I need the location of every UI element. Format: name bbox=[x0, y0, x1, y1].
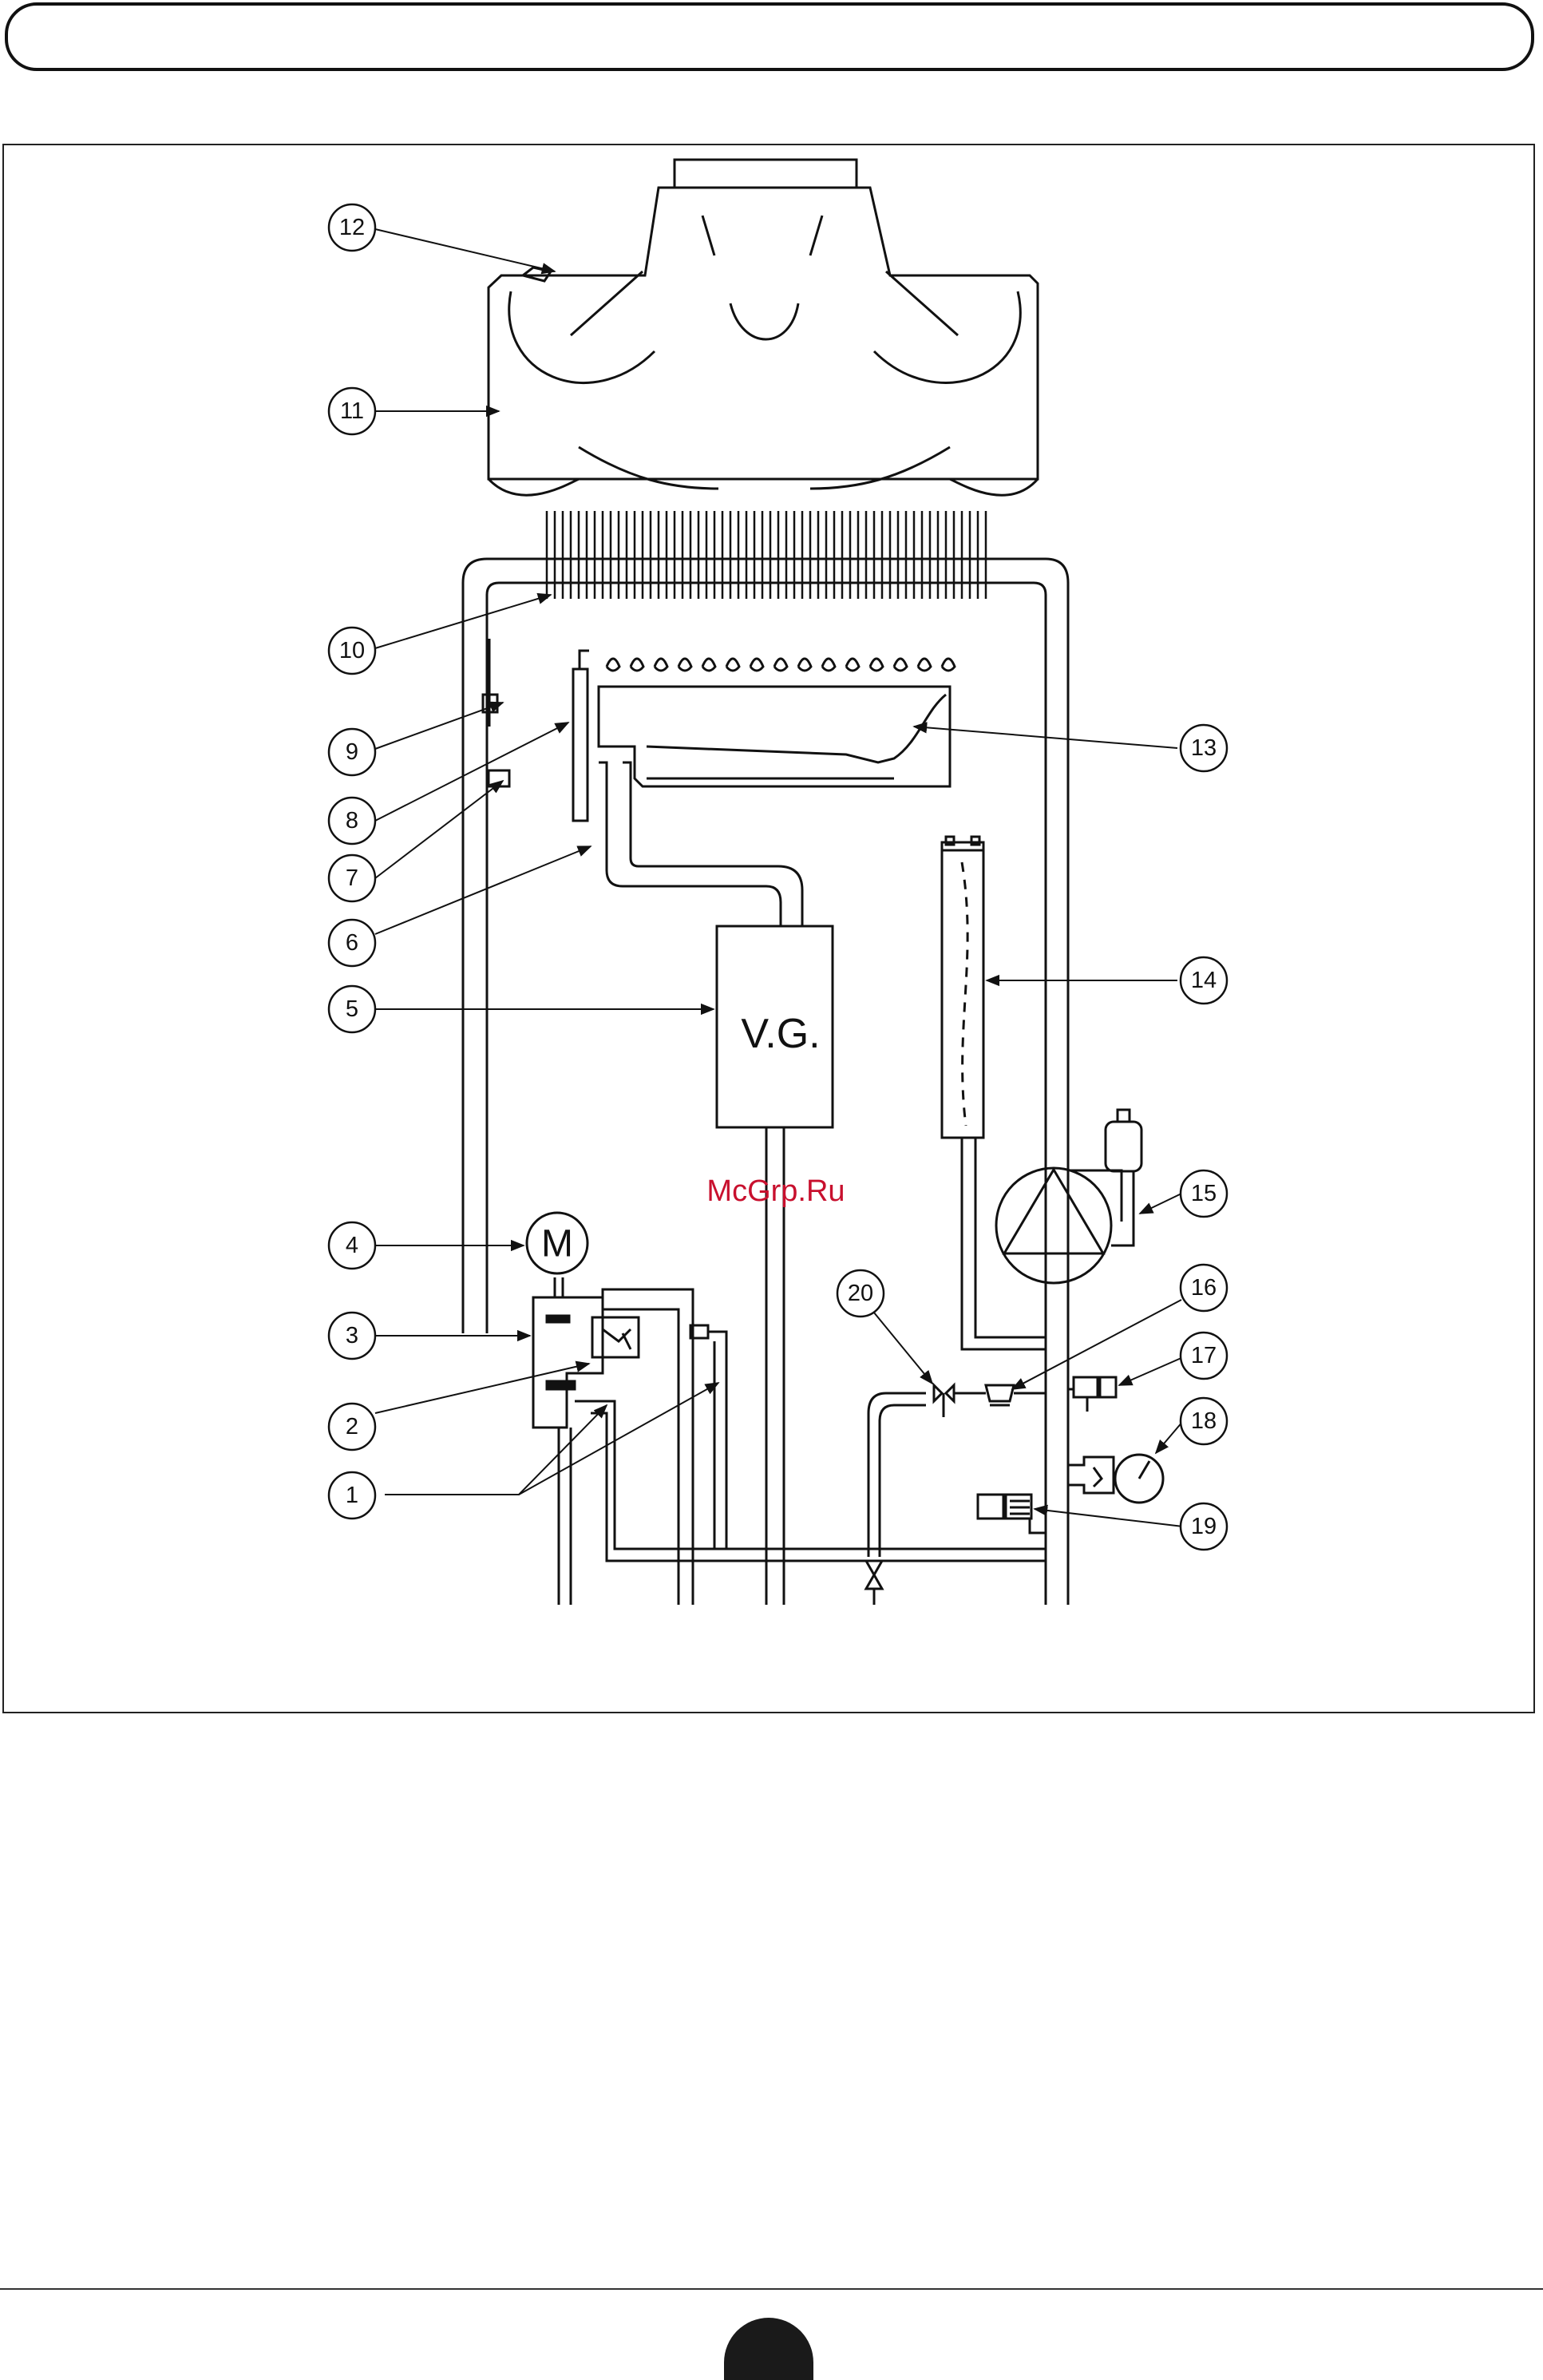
filling-tap bbox=[978, 1495, 1046, 1533]
leader-lines bbox=[375, 229, 1183, 1527]
safety-valve bbox=[866, 1385, 954, 1605]
callout-11: 11 bbox=[340, 398, 364, 424]
callout-19: 19 bbox=[1191, 1514, 1217, 1539]
callout-12: 12 bbox=[339, 215, 365, 240]
callout-7: 7 bbox=[346, 865, 358, 891]
flue-hood bbox=[489, 160, 1038, 495]
callout-1: 1 bbox=[346, 1483, 358, 1508]
callout-3: 3 bbox=[346, 1323, 358, 1348]
burner bbox=[599, 659, 955, 786]
callout-20: 20 bbox=[848, 1281, 873, 1306]
diverter-valve bbox=[533, 1277, 690, 1605]
automatic-bypass bbox=[1068, 1377, 1116, 1412]
callout-13: 13 bbox=[1191, 735, 1217, 761]
callout-6: 6 bbox=[346, 930, 358, 956]
callout-16: 16 bbox=[1191, 1275, 1217, 1301]
non-return-valve bbox=[954, 1385, 1046, 1405]
callout-18: 18 bbox=[1191, 1408, 1217, 1434]
flow-switch bbox=[592, 1317, 639, 1357]
callout-5: 5 bbox=[346, 996, 358, 1022]
watermark: McGrp.Ru bbox=[706, 1174, 845, 1208]
dhw-pipe bbox=[603, 1289, 693, 1605]
footer-rule bbox=[0, 2288, 1543, 2290]
callout-2: 2 bbox=[346, 1414, 358, 1439]
expansion-vessel bbox=[942, 837, 1046, 1349]
callout-9: 9 bbox=[346, 739, 358, 765]
callout-10: 10 bbox=[339, 638, 365, 663]
motor-label: M bbox=[541, 1223, 573, 1265]
callout-17: 17 bbox=[1191, 1343, 1217, 1368]
heat-exchanger bbox=[547, 511, 986, 599]
pressure-gauge bbox=[1068, 1455, 1163, 1503]
gas-valve-label: V.G. bbox=[741, 1011, 820, 1057]
callout-15: 15 bbox=[1191, 1181, 1217, 1206]
callout-8: 8 bbox=[346, 808, 358, 834]
callout-4: 4 bbox=[346, 1233, 358, 1258]
callout-14: 14 bbox=[1191, 968, 1217, 993]
ignition-electrode bbox=[573, 651, 589, 821]
